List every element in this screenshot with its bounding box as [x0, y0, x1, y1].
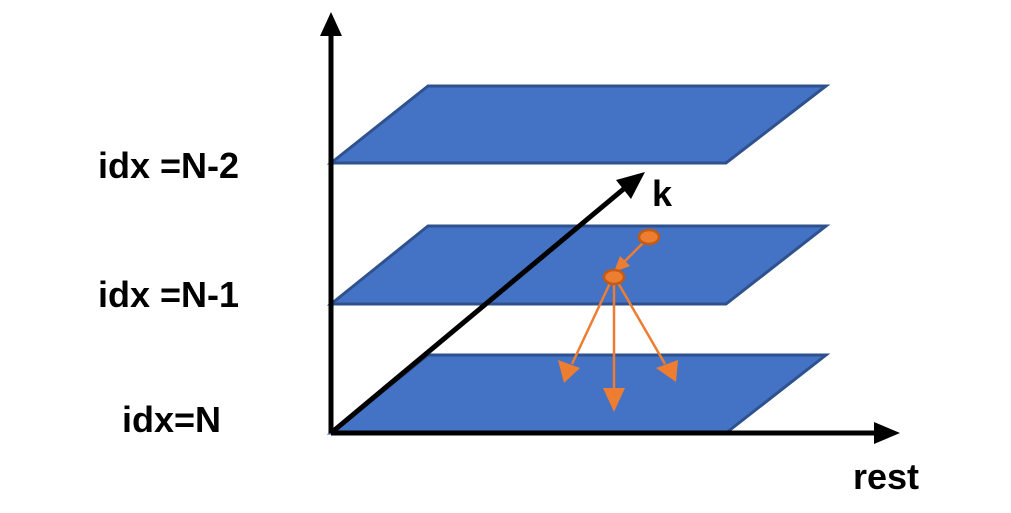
horizontal-axis-label: rest: [853, 456, 920, 497]
edge-down-right-arrowhead: [656, 360, 678, 382]
node-lower: [602, 268, 626, 286]
vertical-axis-arrowhead: [320, 12, 342, 36]
depth-axis-arrowhead: [616, 172, 645, 199]
edge-down-arrowhead: [603, 388, 625, 412]
edge-upper-to-lower-arrowhead: [614, 256, 630, 272]
layer-label-middle: idx =N-1: [98, 274, 240, 315]
layer-label-top: idx =N-2: [98, 145, 240, 186]
edge-down-left-arrowhead: [558, 360, 580, 383]
plane-bottom: [326, 353, 831, 435]
depth-axis: [329, 180, 634, 435]
node-upper: [637, 228, 661, 246]
edge-down-right: [615, 280, 667, 365]
depth-axis-label: k: [652, 173, 673, 214]
horizontal-axis-arrowhead: [874, 422, 900, 444]
plane-top: [326, 84, 831, 165]
layer-label-bottom: idx=N: [122, 399, 222, 440]
edge-down-left: [570, 280, 613, 365]
plane-middle: [326, 224, 831, 306]
